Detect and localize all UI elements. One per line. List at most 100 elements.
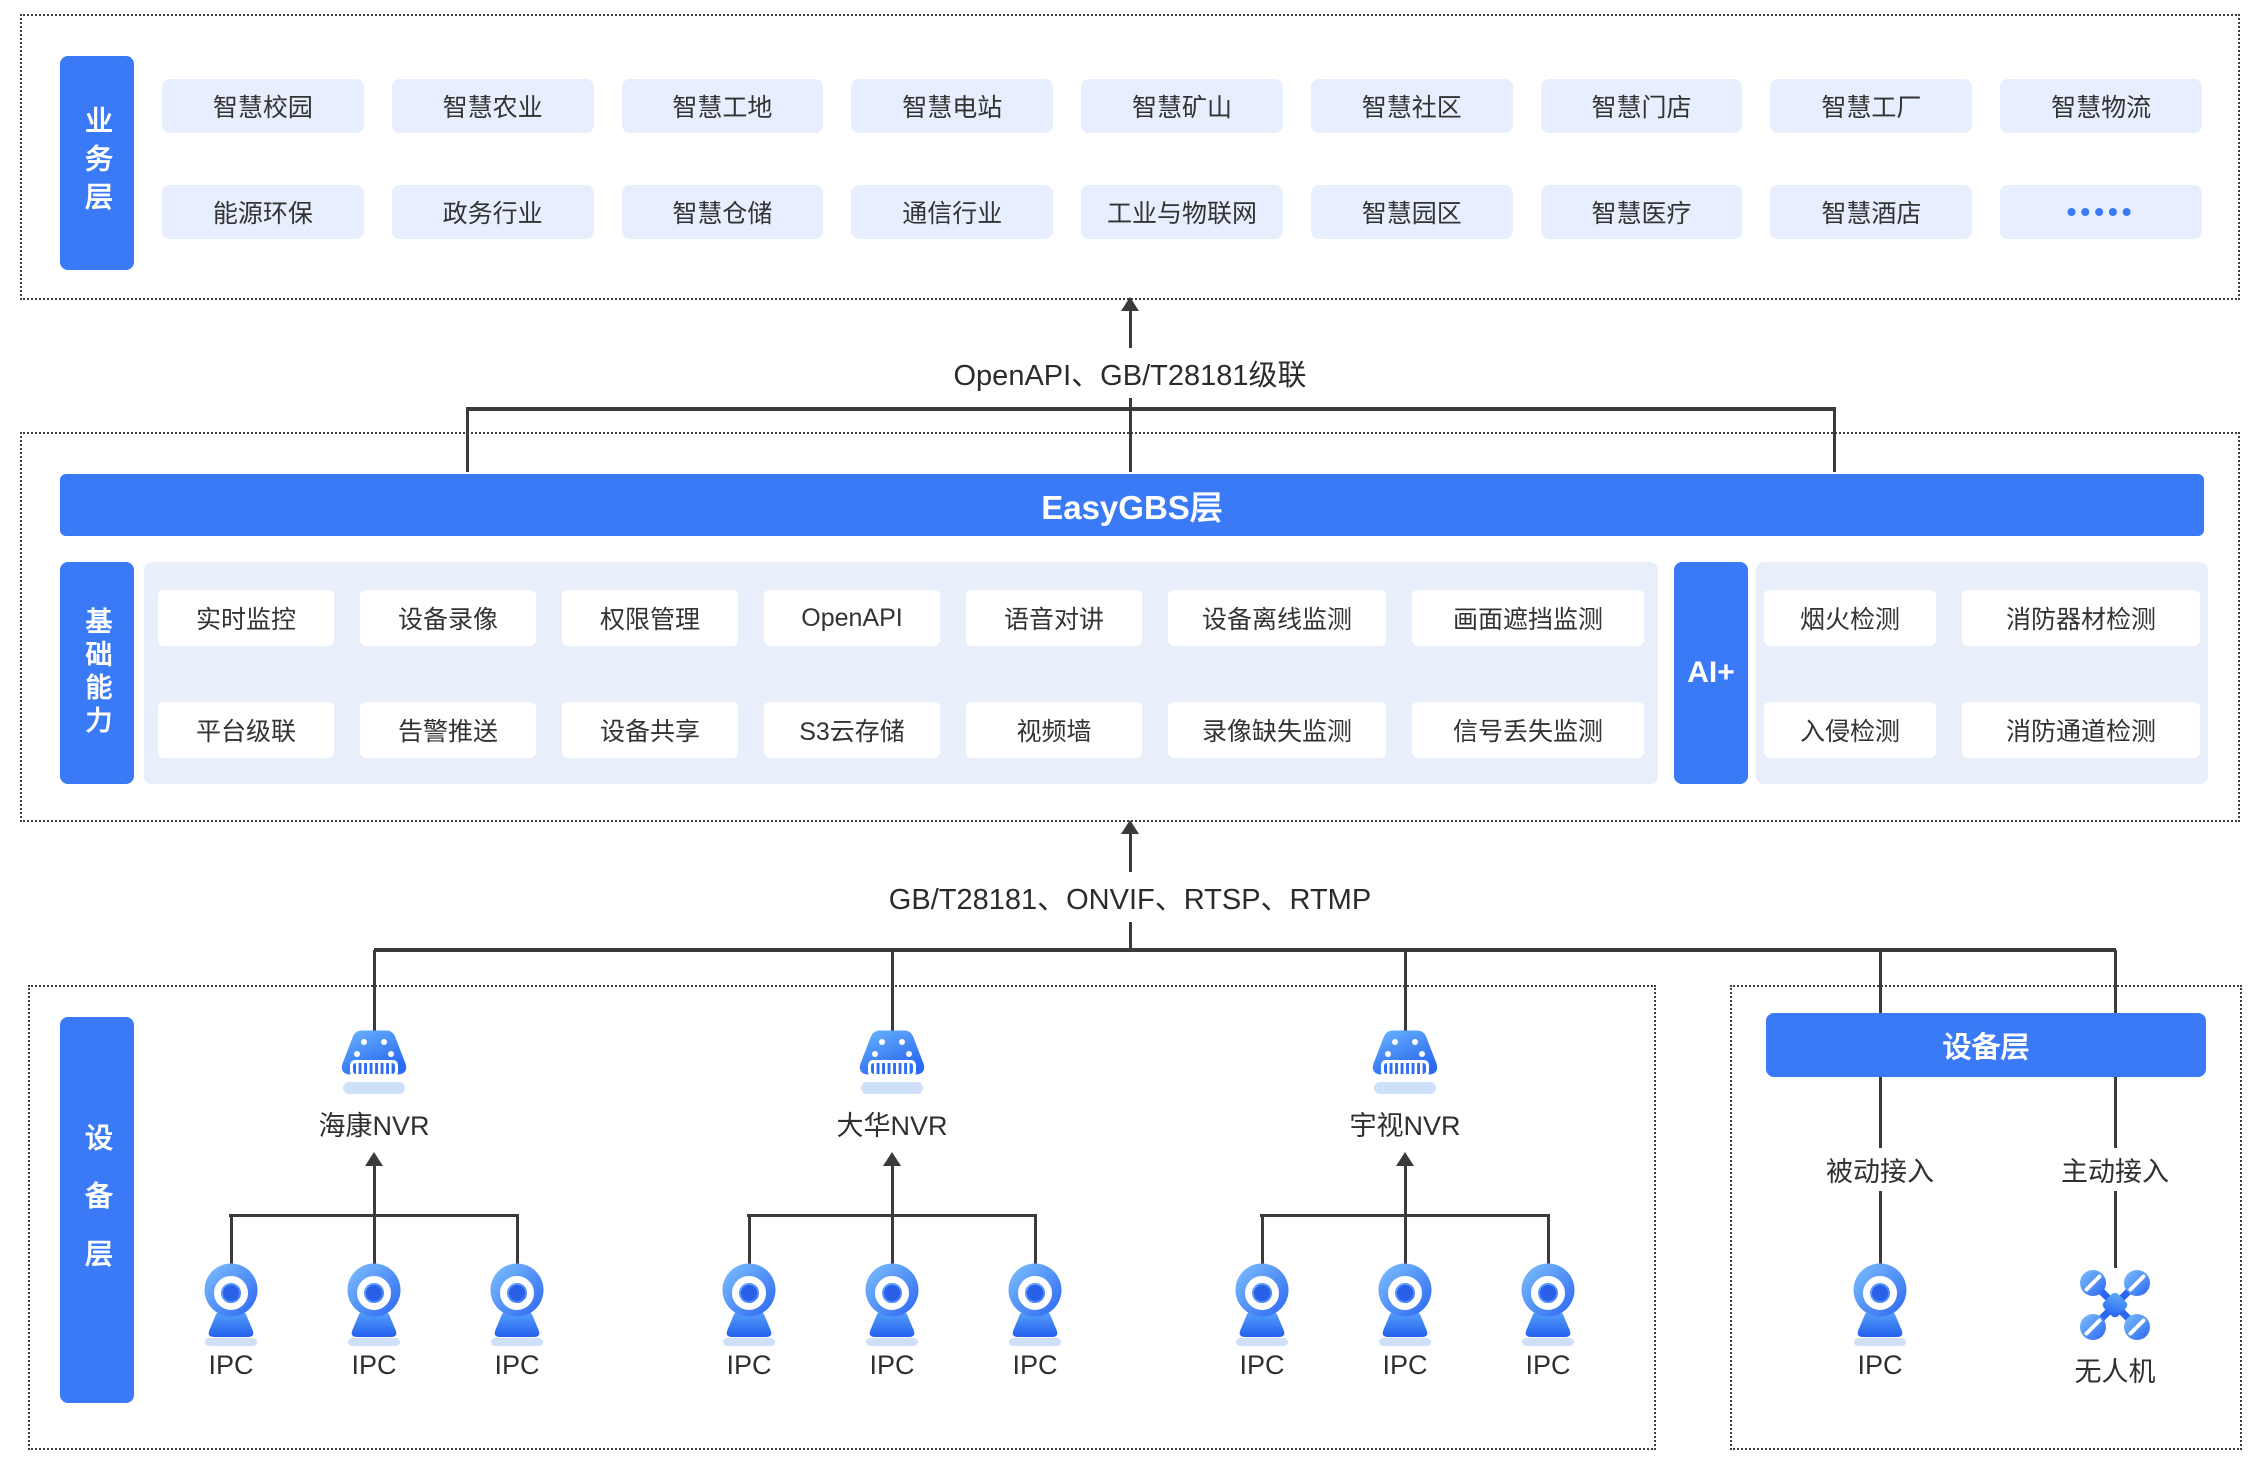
drop-line-passive xyxy=(1878,950,1882,1268)
ai-item: 消防器材检测 xyxy=(1962,590,2200,646)
ipc-camera-icon xyxy=(1521,1263,1575,1346)
active-access-label: 主动接入 xyxy=(2049,1148,2181,1191)
ipc-drop xyxy=(372,1214,376,1266)
nvr-icon xyxy=(341,1030,407,1094)
capability-item: 信号丢失监测 xyxy=(1412,702,1644,758)
ai-row-2: 入侵检测 消防通道检测 xyxy=(1756,702,2208,758)
business-item: 通信行业 xyxy=(851,185,1054,239)
nvr-group-hikvision: 海康NVR IPC IPC IPC xyxy=(194,1028,554,1388)
business-layer-section: 业务层 智慧校园 智慧农业 智慧工地 智慧电站 智慧矿山 智慧社区 智慧门店 智… xyxy=(20,14,2240,300)
capability-item: 视频墙 xyxy=(966,702,1142,758)
passive-access-label: 被动接入 xyxy=(1814,1148,1946,1191)
connector-top-label: OpenAPI、GB/T28181级联 xyxy=(939,348,1321,398)
business-item: 智慧校园 xyxy=(162,79,364,133)
ipc-drop xyxy=(1260,1214,1264,1266)
ai-plus-label: AI+ xyxy=(1674,562,1748,784)
business-item: 智慧物流 xyxy=(2000,79,2202,133)
ipc-camera-icon xyxy=(490,1263,544,1346)
business-item: 智慧社区 xyxy=(1310,79,1513,133)
capability-item: 实时监控 xyxy=(158,590,334,646)
ipc-camera-icon xyxy=(1008,1263,1062,1346)
ipc-drop xyxy=(1403,1214,1407,1266)
arrow-up-icon xyxy=(1396,1152,1414,1166)
nvr-name: 海康NVR xyxy=(318,1111,430,1141)
drone-icon xyxy=(2080,1270,2150,1340)
business-item: 智慧医疗 xyxy=(1540,185,1743,239)
drop-line-active xyxy=(2113,950,2117,1268)
ipc-drop xyxy=(747,1214,751,1266)
capability-item: S3云存储 xyxy=(764,702,940,758)
connector-bottom-label: GB/T28181、ONVIF、RTSP、RTMP xyxy=(874,872,1386,922)
arrow-up-icon xyxy=(883,1152,901,1166)
ipc-label: IPC xyxy=(1382,1350,1428,1380)
business-item: 工业与物联网 xyxy=(1081,185,1283,239)
nvr-group-uniview: 宇视NVR IPC IPC IPC xyxy=(1225,1028,1585,1388)
nvr-arrow-stem xyxy=(890,1166,894,1216)
capability-item: OpenAPI xyxy=(764,590,940,646)
business-item: 智慧矿山 xyxy=(1081,79,1283,133)
capabilities-label: 基础能力 xyxy=(60,562,134,784)
ipc-camera-icon xyxy=(204,1263,258,1346)
ipc-drop xyxy=(229,1214,233,1266)
ai-item: 入侵检测 xyxy=(1764,702,1936,758)
ipc-label: IPC xyxy=(1857,1350,1903,1380)
business-item: 政务行业 xyxy=(391,185,594,239)
arrow-up-icon xyxy=(365,1152,383,1166)
ai-row-1: 烟火检测 消防器材检测 xyxy=(1756,590,2208,646)
ipc-camera-icon xyxy=(1235,1263,1289,1346)
ipc-label: IPC xyxy=(494,1350,540,1380)
ipc-label: IPC xyxy=(726,1350,772,1380)
easygbs-title-bar: EasyGBS层 xyxy=(60,474,2204,536)
ipc-camera-icon xyxy=(347,1263,401,1346)
business-item: 能源环保 xyxy=(162,185,364,239)
business-grid: 智慧校园 智慧农业 智慧工地 智慧电站 智慧矿山 智慧社区 智慧门店 智慧工厂 … xyxy=(162,79,2202,239)
business-item: 智慧门店 xyxy=(1540,79,1743,133)
ipc-label: IPC xyxy=(1239,1350,1285,1380)
nvr-group-dahua: 大华NVR IPC IPC IPC xyxy=(712,1028,1072,1388)
ipc-label: IPC xyxy=(351,1350,397,1380)
capability-item: 录像缺失监测 xyxy=(1168,702,1386,758)
capabilities-row-2: 平台级联 告警推送 设备共享 S3云存储 视频墙 录像缺失监测 信号丢失监测 xyxy=(144,702,1658,758)
business-item-ellipsis: ••••• xyxy=(2000,185,2202,239)
easygbs-layer-section: EasyGBS层 基础能力 实时监控 设备录像 权限管理 OpenAPI 语音对… xyxy=(20,432,2240,822)
business-item: 智慧工厂 xyxy=(1770,79,1973,133)
nvr-name: 大华NVR xyxy=(836,1111,948,1141)
device-layer-label: 设备层 xyxy=(60,1017,134,1403)
ai-item: 烟火检测 xyxy=(1764,590,1936,646)
ipc-camera-icon xyxy=(865,1263,919,1346)
device-layer-left-section: 设备层 xyxy=(28,985,1656,1450)
nvr-arrow-stem xyxy=(1403,1166,1407,1216)
ipc-drop xyxy=(515,1214,519,1266)
capability-item: 设备录像 xyxy=(360,590,536,646)
ipc-camera-icon xyxy=(1378,1263,1432,1346)
capability-item: 设备共享 xyxy=(562,702,738,758)
business-item: 智慧园区 xyxy=(1310,185,1513,239)
capability-item: 画面遮挡监测 xyxy=(1412,590,1644,646)
ipc-camera-icon xyxy=(1853,1263,1907,1346)
nvr-arrow-stem xyxy=(372,1166,376,1216)
drop-line-dahua xyxy=(890,950,894,1032)
business-item: 智慧农业 xyxy=(391,79,594,133)
capability-item: 语音对讲 xyxy=(966,590,1142,646)
arrow-up-icon xyxy=(1121,820,1139,834)
ai-item: 消防通道检测 xyxy=(1962,702,2200,758)
ipc-camera-icon xyxy=(722,1263,776,1346)
nvr-icon xyxy=(859,1030,925,1094)
business-item: 智慧酒店 xyxy=(1770,185,1973,239)
ipc-drop xyxy=(1546,1214,1550,1266)
connector-top-bracket-right xyxy=(1833,407,1836,472)
ipc-label: IPC xyxy=(1012,1350,1058,1380)
ipc-label: IPC xyxy=(208,1350,254,1380)
distribution-line xyxy=(374,948,2116,952)
connector-top-bracket-left xyxy=(466,407,469,472)
ipc-label: IPC xyxy=(869,1350,915,1380)
business-item: 智慧工地 xyxy=(621,79,824,133)
capabilities-row-1: 实时监控 设备录像 权限管理 OpenAPI 语音对讲 设备离线监测 画面遮挡监… xyxy=(144,590,1658,646)
drone-label: 无人机 xyxy=(2074,1357,2156,1387)
capability-item: 平台级联 xyxy=(158,702,334,758)
capability-item: 告警推送 xyxy=(360,702,536,758)
drop-line-uniview xyxy=(1403,950,1407,1032)
connector-top-bracket xyxy=(466,407,1836,411)
capability-item: 权限管理 xyxy=(562,590,738,646)
